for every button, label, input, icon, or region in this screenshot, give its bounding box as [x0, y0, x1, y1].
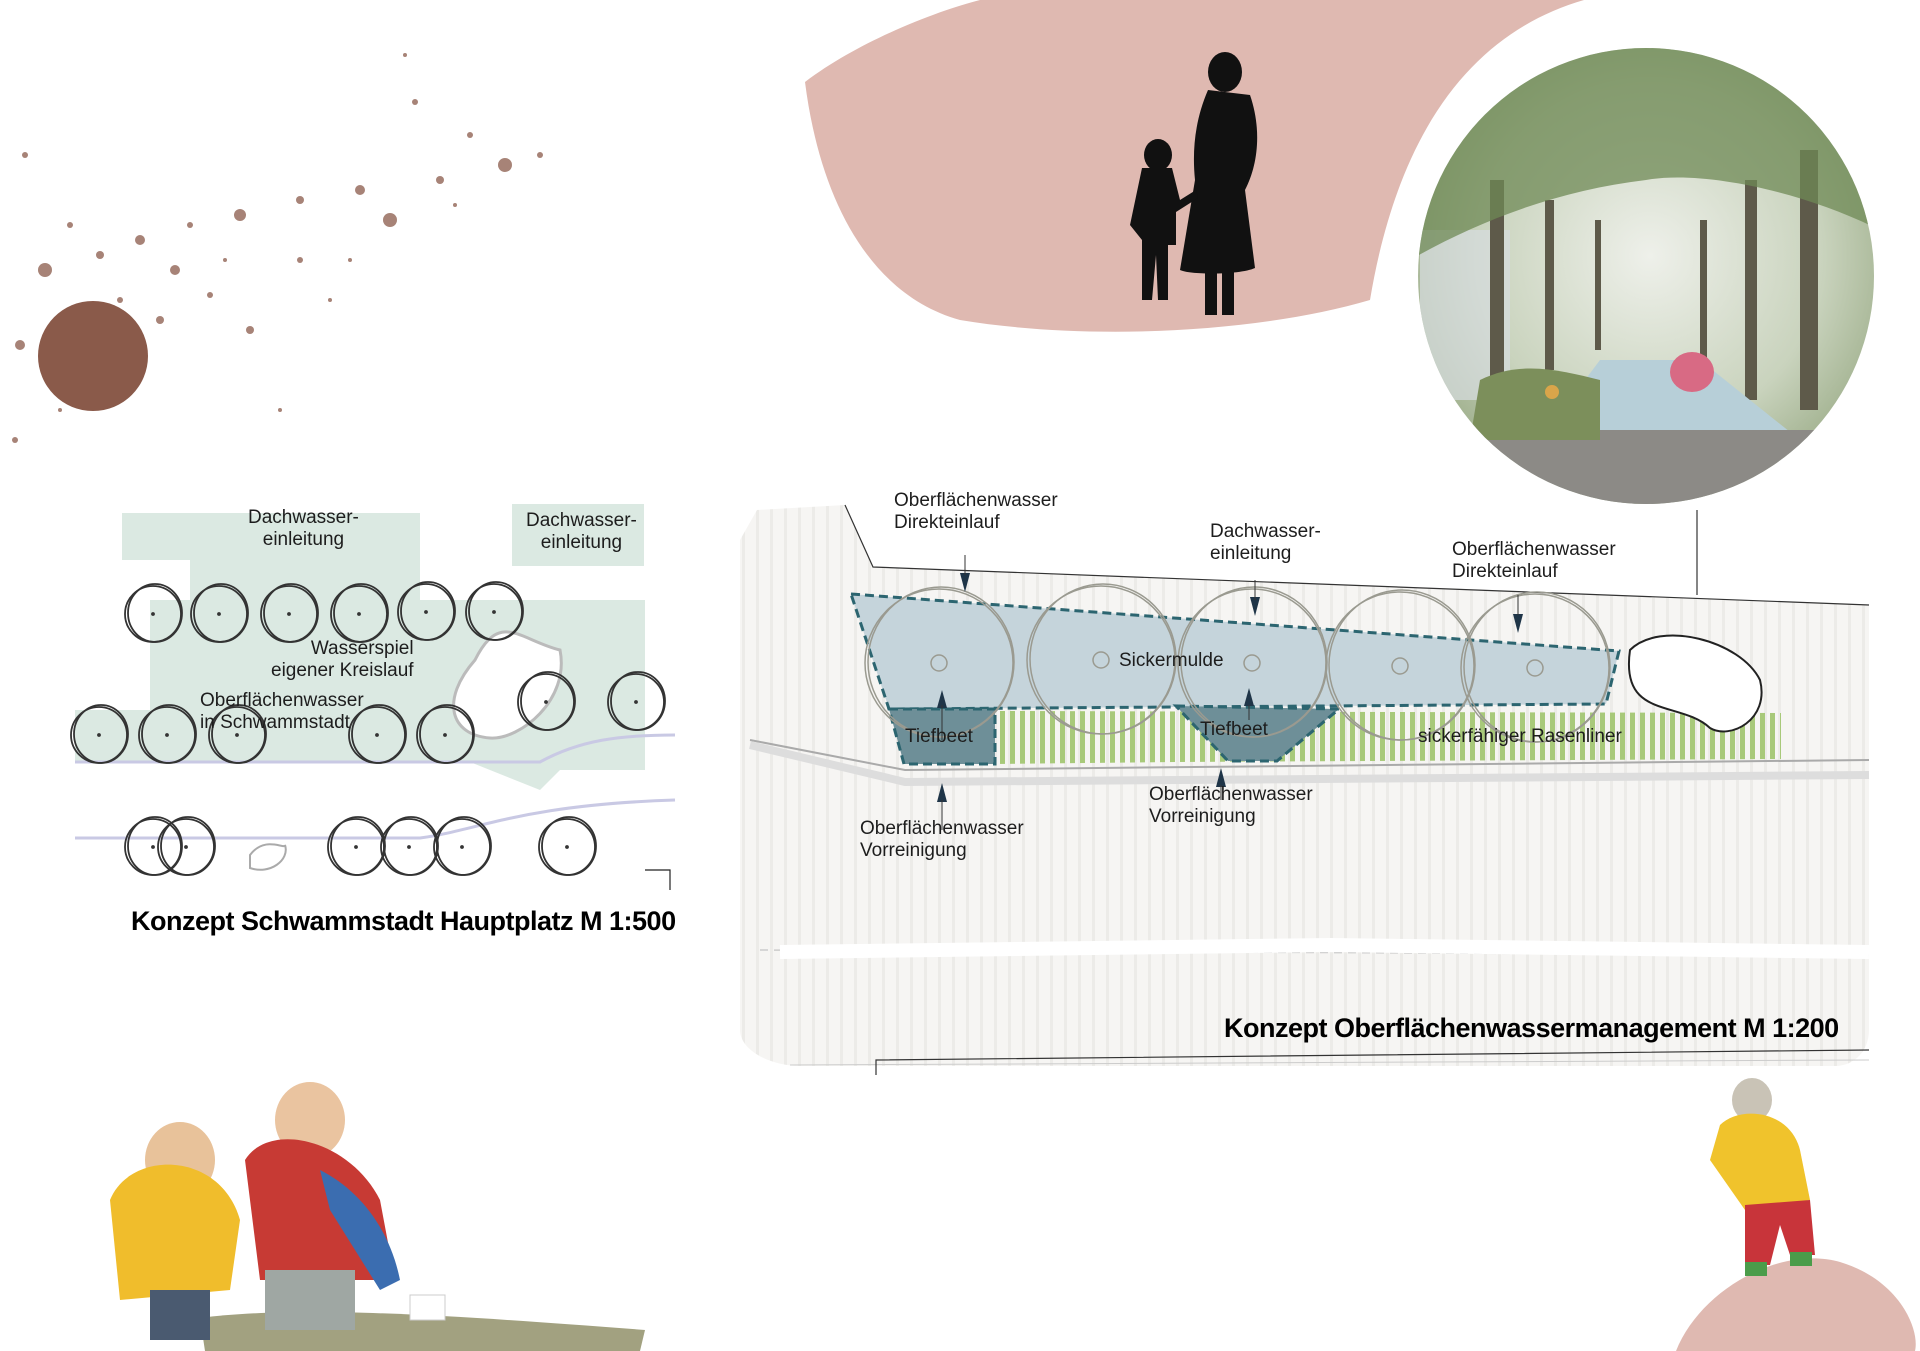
flow-arrows: [937, 573, 1523, 802]
label-tiefbeet-2: Tiefbeet: [1200, 719, 1268, 740]
label-rasenliner: sickerfähiger Rasenliner: [1418, 726, 1622, 747]
label-sickermulde: Sickermulde: [1119, 650, 1224, 671]
brown-dot: [38, 301, 148, 411]
child-jumping-photo: [1710, 1078, 1815, 1276]
paint-splatter: [12, 53, 543, 443]
label-dachwasser-einleitung: Dachwasser-einleitung: [1210, 521, 1321, 564]
plan-oberflaechenwasser: [740, 504, 1870, 1075]
pink-blob-bottom: [1676, 1258, 1916, 1351]
title-oberflaechenwassermanagement: Konzept Oberflächenwassermanagement M 1:…: [1224, 1013, 1839, 1043]
street-photo: [1418, 48, 1874, 504]
plan-hauptplatz: [70, 504, 676, 890]
label-dachwasser-einleitung-2: Dachwasser-einleitung: [526, 510, 637, 553]
label-dachwasser-einleitung-1: Dachwasser-einleitung: [248, 507, 359, 550]
silhouette-mother-child: [1130, 52, 1258, 315]
label-tiefbeet-1: Tiefbeet: [905, 726, 973, 747]
title-hauptplatz: Konzept Schwammstadt Hauptplatz M 1:500: [131, 906, 676, 936]
children-playing-photo: [110, 1082, 645, 1351]
